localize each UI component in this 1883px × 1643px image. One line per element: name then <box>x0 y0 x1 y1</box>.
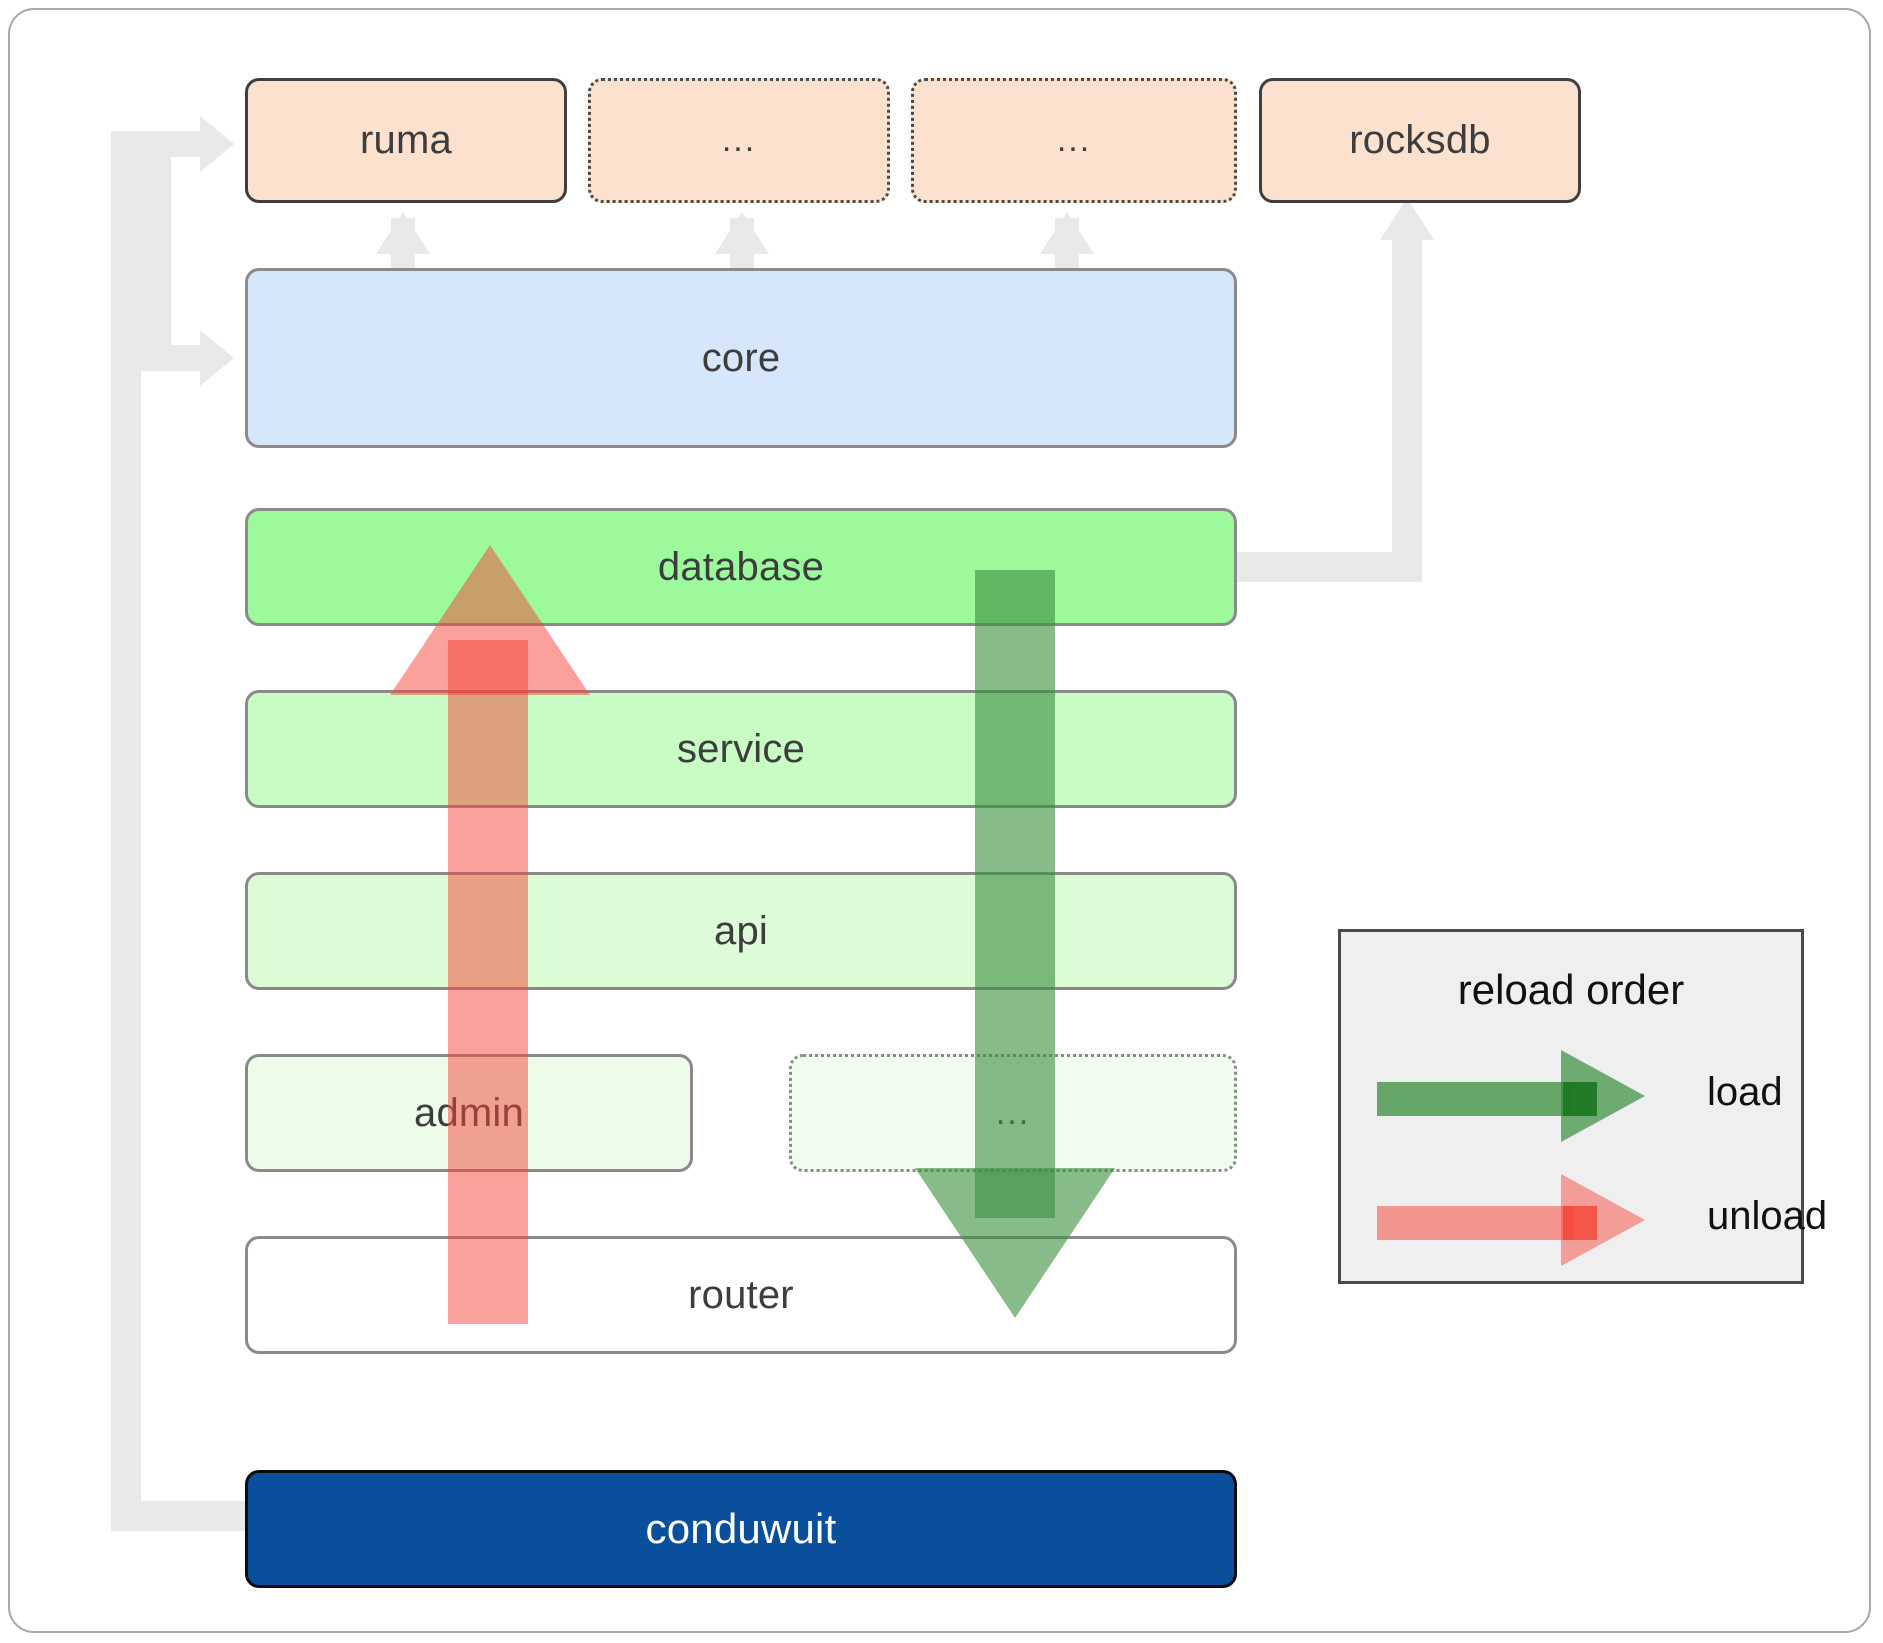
layer-label: core <box>701 335 781 380</box>
load-arrow-stem <box>975 570 1055 1218</box>
dependency-label: rocksdb <box>1349 118 1491 162</box>
layer-box-core[interactable]: core <box>245 268 1237 448</box>
legend-row-load: load <box>1377 1050 1801 1142</box>
unload-arrow-stem <box>448 640 528 1324</box>
connector-database-to-rocksdb-head <box>1380 198 1434 240</box>
binary-label: conduwuit <box>645 1505 837 1552</box>
dependency-box-placeholder-2[interactable]: ... <box>911 78 1237 203</box>
layer-label: database <box>657 544 825 589</box>
unload-arrow-head <box>390 545 590 695</box>
diagram-frame <box>8 8 1871 1633</box>
legend-unload-label: unload <box>1707 1194 1828 1238</box>
dependency-label: ... <box>721 121 757 159</box>
connector-core-to-dots1-head <box>715 212 769 254</box>
connector-trunk-vertical <box>111 131 141 1531</box>
dependency-label: ... <box>1056 121 1092 159</box>
dependency-label: ruma <box>360 118 452 162</box>
legend-unload-nub <box>1563 1206 1597 1240</box>
layer-label: service <box>676 726 806 771</box>
layer-box-api[interactable]: api <box>245 872 1237 990</box>
legend-panel: reload order load unload <box>1338 929 1827 1284</box>
load-arrow-head <box>915 1168 1115 1318</box>
connector-core-to-ruma-head <box>376 212 430 254</box>
dependency-box-ruma[interactable]: ruma <box>245 78 567 203</box>
connector-arrowhead-ruma <box>200 116 234 172</box>
connector-core-to-dots2-head <box>1040 212 1094 254</box>
connector-arrowhead-core <box>200 330 234 386</box>
dependency-box-rocksdb[interactable]: rocksdb <box>1259 78 1581 203</box>
legend-row-unload: unload <box>1377 1174 1827 1266</box>
legend-title: reload order <box>1457 966 1685 1013</box>
binary-box-conduwuit[interactable]: conduwuit <box>245 1470 1237 1588</box>
layer-label: router <box>688 1272 794 1317</box>
legend-load-label: load <box>1707 1070 1783 1114</box>
layer-label: api <box>714 908 768 953</box>
connector-database-to-rocksdb-vertical <box>1392 236 1422 582</box>
connector-trunk-to-conduwuit <box>111 1501 251 1531</box>
legend-load-nub <box>1563 1082 1597 1116</box>
legend-unload-stem <box>1377 1206 1573 1240</box>
legend-load-stem <box>1377 1082 1573 1116</box>
layer-box-service[interactable]: service <box>245 690 1237 808</box>
connector-branch-core-riser <box>141 144 171 371</box>
dependency-box-placeholder-1[interactable]: ... <box>588 78 890 203</box>
connector-database-to-rocksdb-horizontal <box>1232 552 1422 582</box>
